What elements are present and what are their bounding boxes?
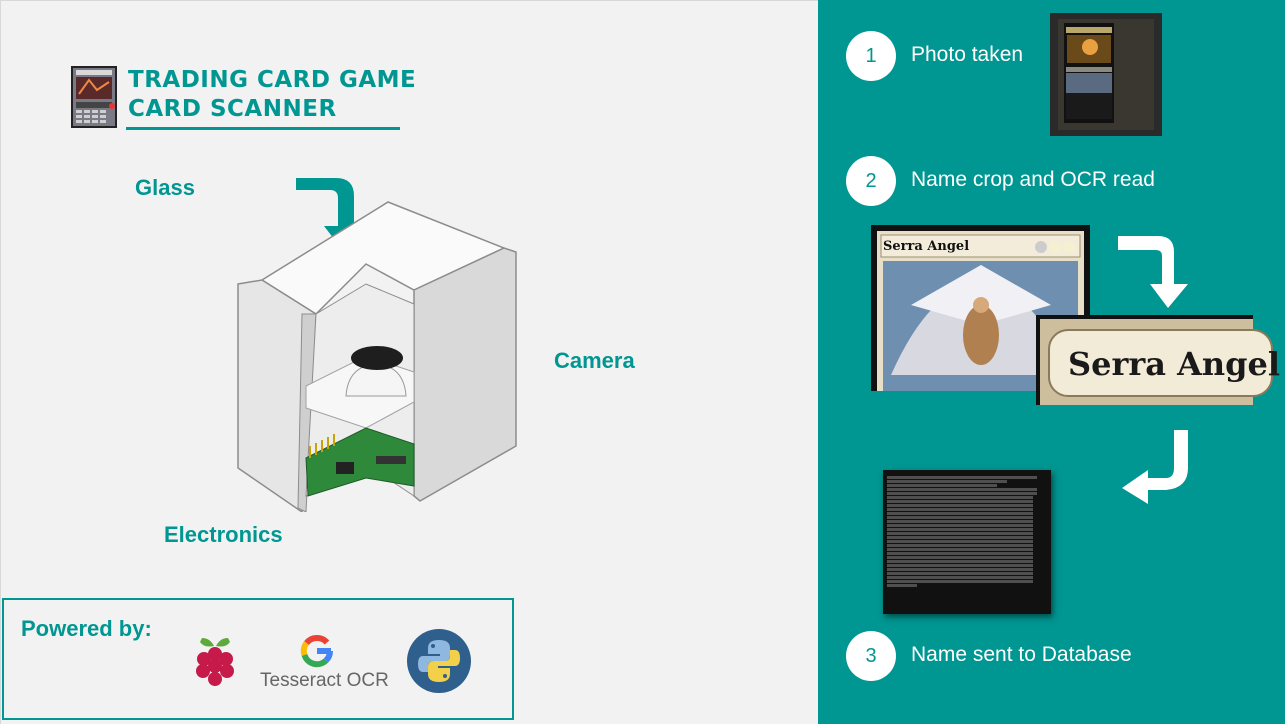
serra-angel-card-image	[871, 225, 1090, 391]
arrow-to-database-icon	[1122, 430, 1188, 504]
database-terminal-image	[883, 470, 1051, 614]
raspberry-pi-icon	[196, 638, 234, 686]
tesseract-label: Tesseract OCR	[260, 670, 389, 691]
card-scanner-logo-icon	[71, 66, 117, 128]
python-icon	[407, 629, 471, 693]
camera-label: Camera	[554, 348, 635, 373]
step-2-text: Name crop and OCR read	[911, 168, 1155, 191]
title-line-2: CARD SCANNER	[128, 96, 337, 122]
electronics-label: Electronics	[164, 522, 283, 547]
page-title: TRADING CARD GAME CARD SCANNER	[128, 66, 416, 124]
google-icon	[300, 635, 333, 668]
card-name-text: Serra Angel	[883, 239, 970, 254]
step-3-number: 3	[846, 631, 896, 681]
title-line-1: TRADING CARD GAME	[128, 67, 417, 93]
scanner-box-illustration	[237, 201, 517, 512]
step-1-number: 1	[846, 31, 896, 81]
step-3-text: Name sent to Database	[911, 643, 1132, 666]
photo-taken-image	[1050, 13, 1162, 136]
step-1-text: Photo taken	[911, 43, 1024, 66]
title-underline	[126, 127, 400, 130]
glass-label: Glass	[135, 175, 195, 200]
powered-by-box: Powered by: Tesseract OCR	[2, 598, 514, 720]
name-crop-text: Serra Angel	[1068, 345, 1281, 383]
powered-by-label: Powered by:	[21, 616, 152, 641]
name-crop-image: Serra Angel	[1036, 315, 1280, 405]
arrow-to-crop-icon	[1118, 236, 1188, 308]
step-2-number: 2	[846, 156, 896, 206]
